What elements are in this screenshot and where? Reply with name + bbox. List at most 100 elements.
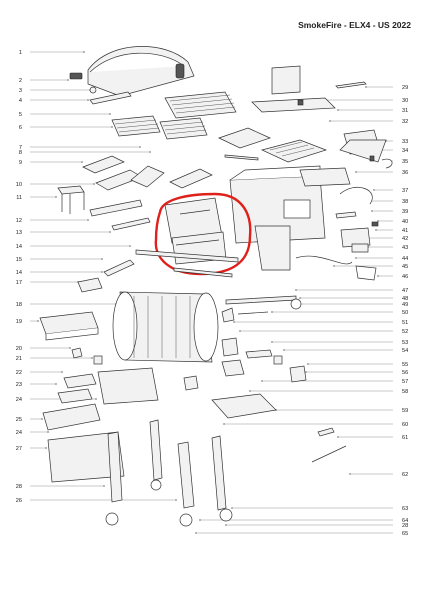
brackets xyxy=(89,199,151,231)
callout-number: 15 xyxy=(16,257,22,263)
callout-dot xyxy=(175,499,177,501)
callout-dot xyxy=(295,289,297,291)
callout-number: 55 xyxy=(402,362,408,368)
callout-dot xyxy=(271,311,273,313)
callout-dot xyxy=(83,51,85,53)
callout-number: 46 xyxy=(402,274,408,280)
callout-number: 14 xyxy=(16,244,22,250)
electronics-parts xyxy=(295,186,379,281)
callout-dot xyxy=(87,219,89,221)
callout-number: 42 xyxy=(402,236,408,242)
side-table xyxy=(57,185,85,214)
callout-number: 23 xyxy=(16,382,22,388)
callout-number: 57 xyxy=(402,379,408,385)
callout-number: 5 xyxy=(19,112,22,118)
rods xyxy=(224,154,259,161)
callout-number: 6 xyxy=(19,125,22,131)
callout-dot xyxy=(377,275,379,277)
callout-dot xyxy=(283,349,285,351)
callout-dot xyxy=(307,363,309,365)
callout-dot xyxy=(249,390,251,392)
callout-number: 9 xyxy=(19,160,22,166)
callout-dot xyxy=(373,189,375,191)
callout-number: 19 xyxy=(16,319,22,325)
callout-dot xyxy=(47,431,49,433)
callout-dot xyxy=(377,220,379,222)
callout-number: 40 xyxy=(402,219,408,225)
callout-number: 41 xyxy=(402,228,408,234)
callout-number: 37 xyxy=(402,188,408,194)
callout-dot xyxy=(333,265,335,267)
callout-dot xyxy=(103,485,105,487)
callout-number: 2 xyxy=(19,78,22,84)
callout-numbers: 1234567891011121314151417181920212223242… xyxy=(16,50,408,537)
callout-dot xyxy=(271,341,273,343)
callout-number: 8 xyxy=(19,150,22,156)
callout-dot xyxy=(329,120,331,122)
callout-dot xyxy=(261,380,263,382)
barrel-body xyxy=(77,277,219,363)
callout-number: 48 xyxy=(402,296,408,302)
callout-number: 26 xyxy=(16,498,22,504)
callout-dot xyxy=(67,79,69,81)
handle-parts xyxy=(69,72,132,105)
callout-dot xyxy=(233,321,235,323)
callout-number: 27 xyxy=(16,446,22,452)
callout-dot xyxy=(223,423,225,425)
callout-number: 38 xyxy=(402,199,408,205)
lid-part xyxy=(87,46,195,97)
drip-rails xyxy=(103,249,239,278)
callout-dot xyxy=(81,161,83,163)
grill-tools xyxy=(311,427,347,463)
callout-dot xyxy=(93,183,95,185)
callout-number: 49 xyxy=(402,302,408,308)
callout-dot xyxy=(55,196,57,198)
callout-number: 52 xyxy=(402,329,408,335)
callout-dot xyxy=(37,320,39,322)
callout-dot xyxy=(101,271,103,273)
callout-dot xyxy=(109,113,111,115)
diagram-title: SmokeFire - ELX4 - US 2022 xyxy=(298,20,411,30)
callout-dot xyxy=(337,436,339,438)
callout-dot xyxy=(111,126,113,128)
callout-number: 32 xyxy=(402,119,408,125)
callout-number: 31 xyxy=(402,108,408,114)
callout-dot xyxy=(61,371,63,373)
callout-number: 58 xyxy=(402,389,408,395)
callout-number: 28 xyxy=(16,484,22,490)
highlight-circle xyxy=(154,192,252,276)
callout-number: 18 xyxy=(16,302,22,308)
callout-number: 22 xyxy=(16,370,22,376)
callout-number: 62 xyxy=(402,472,408,478)
callout-number: 12 xyxy=(16,218,22,224)
callout-number: 50 xyxy=(402,310,408,316)
callout-number: 34 xyxy=(402,148,408,154)
callout-number: 59 xyxy=(402,408,408,414)
legs-and-wheels xyxy=(105,419,233,527)
callout-number: 63 xyxy=(402,506,408,512)
callout-dot xyxy=(371,210,373,212)
callout-number: 7 xyxy=(19,145,22,151)
hopper-assembly xyxy=(229,165,326,271)
callout-dot xyxy=(375,229,377,231)
callout-number: 60 xyxy=(402,422,408,428)
callout-number: 14 xyxy=(16,270,22,276)
lower-left-parts xyxy=(39,311,159,483)
callout-leader-lines xyxy=(30,51,393,534)
callout-number: 44 xyxy=(402,256,408,262)
callout-number: 20 xyxy=(16,346,22,352)
callout-dot xyxy=(305,371,307,373)
callout-dot xyxy=(195,532,197,534)
callout-dot xyxy=(225,524,227,526)
middle-right-parts xyxy=(183,295,307,419)
callout-number: 36 xyxy=(402,170,408,176)
callout-dot xyxy=(87,99,89,101)
callout-number: 24 xyxy=(16,397,22,403)
callout-dot xyxy=(199,519,201,521)
callout-number: 10 xyxy=(16,182,22,188)
callout-number: 45 xyxy=(402,264,408,270)
upper-right-parts xyxy=(218,65,393,187)
callout-number: 64 xyxy=(402,518,408,524)
callout-dot xyxy=(139,146,141,148)
